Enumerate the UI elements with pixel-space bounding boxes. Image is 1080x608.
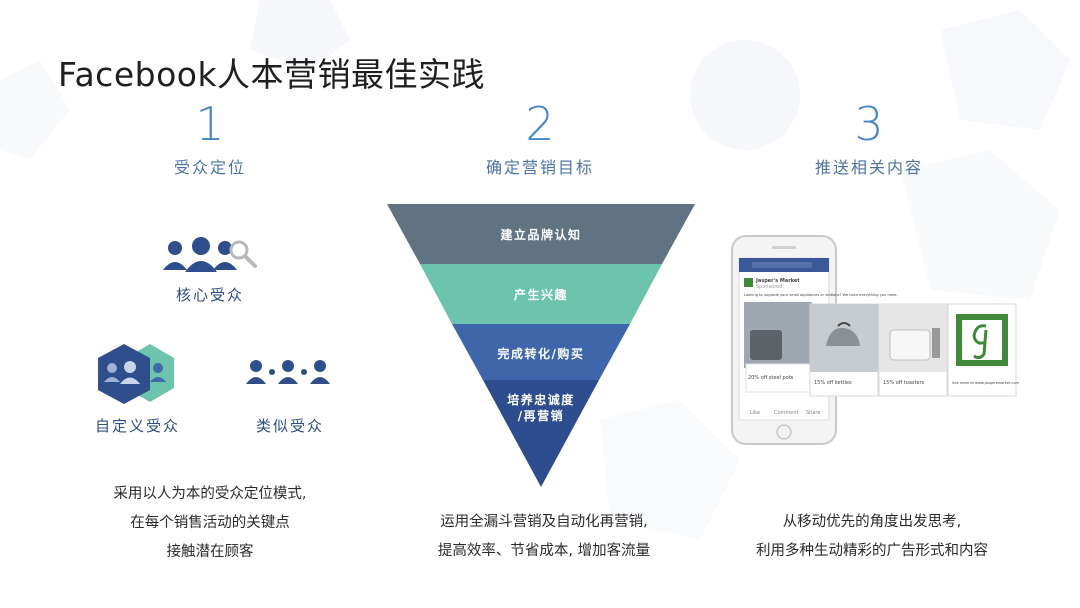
column-audience-targeting: 1 受众定位 xyxy=(60,96,360,178)
lookalike-audience-icon xyxy=(246,360,330,384)
phone-post-text: Looking to upgrade your small appliances… xyxy=(744,293,898,297)
phone-card-4-caption: See more at www.jaspersmarket.com xyxy=(952,381,1020,385)
funnel-stage-awareness xyxy=(387,204,695,264)
funnel-label-awareness: 建立品牌认知 xyxy=(499,227,581,242)
step-number: 1 xyxy=(195,97,225,151)
phone-card-2-caption: 15% off kettles xyxy=(814,380,852,386)
step-number: 2 xyxy=(525,97,555,151)
column-1-description: 采用以人为本的受众定位模式, 在每个销售活动的关键点 接触潜在顾客 xyxy=(113,486,307,560)
step-number: 3 xyxy=(854,97,884,151)
funnel-label-loyalty-line1: 培养忠诚度 xyxy=(507,392,575,407)
column-heading: 推送相关内容 xyxy=(814,158,923,177)
column-marketing-objectives: 2 确定营销目标 xyxy=(390,96,690,178)
phone-card-1-caption: 20% off steel pots xyxy=(748,375,794,381)
phone-page-name: Jasper's Market xyxy=(755,278,800,284)
column-heading: 确定营销目标 xyxy=(485,158,594,177)
phone-action-share: Share xyxy=(806,410,820,416)
phone-card-3-caption: 15% off toasters xyxy=(883,380,925,386)
marketing-funnel: 建立品牌认知 产生兴趣 完成转化/购买 培养忠诚度 /再营销 xyxy=(387,204,695,487)
page-title: Facebook人本营销最佳实践 xyxy=(58,55,486,94)
funnel-stage-interest xyxy=(420,264,662,324)
lookalike-audience-label: 类似受众 xyxy=(255,417,324,435)
phone-action-like: Like xyxy=(750,410,760,416)
phone-action-comment: Comment xyxy=(774,410,799,416)
column-relevant-content: 3 推送相关内容 xyxy=(719,96,1019,178)
custom-audience-label: 自定义受众 xyxy=(94,417,180,435)
column-heading: 受众定位 xyxy=(173,158,246,177)
column-3-description: 从移动优先的角度出发思考, 利用多种生动精彩的广告形式和内容 xyxy=(756,514,988,559)
custom-audience-icon xyxy=(98,344,174,404)
funnel-label-loyalty-line2: /再营销 xyxy=(518,408,564,423)
funnel-label-interest: 产生兴趣 xyxy=(514,287,568,302)
core-audience-label: 核心受众 xyxy=(175,286,244,304)
funnel-label-conversion: 完成转化/购买 xyxy=(498,346,585,361)
phone-mockup: Jasper's Market Sponsored Looking to upg… xyxy=(731,235,1020,445)
column-2-description: 运用全漏斗营销及自动化再营销, 提高效率、节省成本, 增加客流量 xyxy=(437,514,651,559)
funnel-stage-conversion xyxy=(452,324,630,380)
funnel-stage-loyalty xyxy=(483,380,599,487)
core-audience-icon xyxy=(163,237,257,272)
phone-sponsored: Sponsored xyxy=(756,284,782,290)
